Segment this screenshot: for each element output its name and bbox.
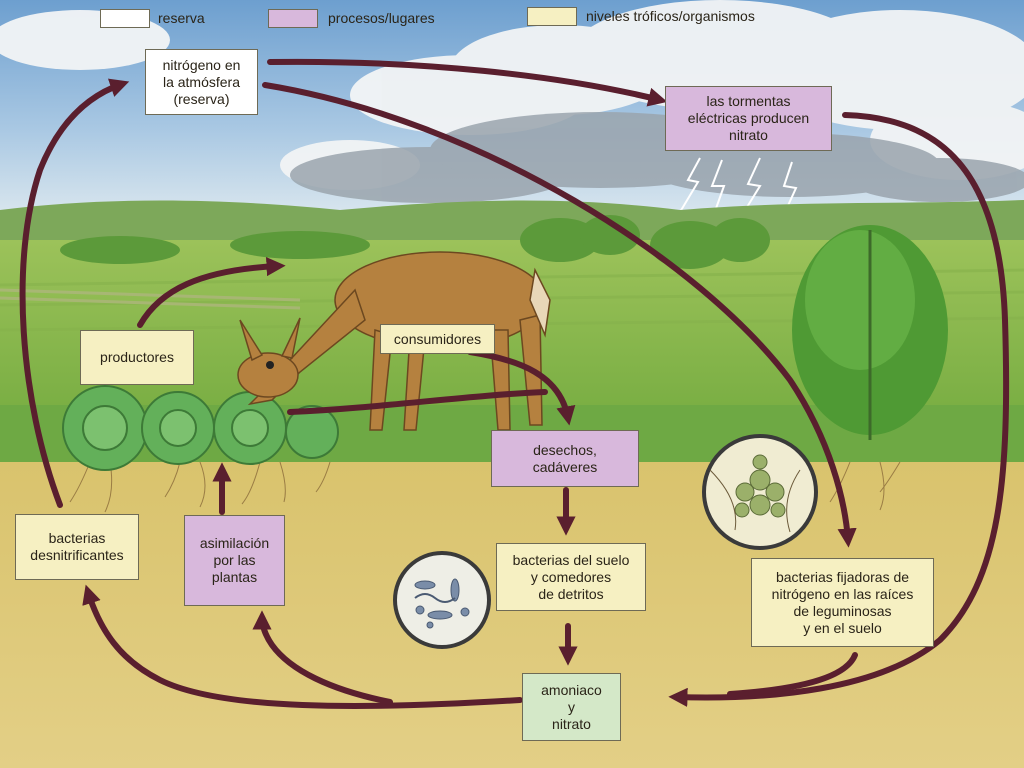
box-denitrifying-bacteria: bacterias desnitrificantes xyxy=(15,514,139,580)
legend-swatch-reserva xyxy=(100,9,150,28)
legend-swatch-procesos xyxy=(268,9,318,28)
arrow-ammonia-to-denitrifiers xyxy=(82,584,523,709)
tree-line xyxy=(60,215,770,269)
cycle-arrows xyxy=(19,58,1010,709)
arrow-atmosphere-to-fixers xyxy=(262,82,857,548)
legend-label-reserva: reserva xyxy=(158,10,205,26)
arrow-ammonia-to-assimilation xyxy=(252,610,393,705)
box-plant-assimilation: asimilación por las plantas xyxy=(184,515,285,606)
arrow-atmosphere-to-storms xyxy=(267,58,668,107)
box-nitrogen-fixing-bacteria: bacterias fijadoras de nitrógeno en las … xyxy=(751,558,934,647)
soil-bacteria-icon xyxy=(393,551,491,649)
arrow-producers-to-consumers xyxy=(137,257,286,328)
arrow-denitrifiers-to-atmosphere xyxy=(19,78,130,508)
lettuce-plants xyxy=(62,385,339,471)
legume-bush xyxy=(792,225,948,440)
box-ammonia-nitrate: amoniaco y nitrato xyxy=(522,673,621,741)
arrow-storms-to-ammonia xyxy=(668,112,1010,707)
deer-eye xyxy=(266,361,274,369)
legume-root-nodules-icon xyxy=(702,434,818,550)
legend-swatch-niveles xyxy=(527,7,577,26)
legend-label-niveles: niveles tróficos/organismos xyxy=(586,8,755,24)
box-electric-storms: las tormentas eléctricas producen nitrat… xyxy=(665,86,832,151)
box-consumers: consumidores xyxy=(380,324,495,354)
arrow-consumers-to-wastes xyxy=(467,349,576,426)
box-soil-bacteria-detritivores: bacterias del suelo y comedores de detri… xyxy=(496,543,646,611)
lightning-icon xyxy=(679,157,798,215)
arrow-fixers-to-ammonia xyxy=(727,652,858,697)
roots xyxy=(69,461,901,513)
arrow-plants-to-wastes xyxy=(287,389,548,415)
box-producers: productores xyxy=(80,330,194,385)
box-nitrogen-atmosphere: nitrógeno en la atmósfera (reserva) xyxy=(145,49,258,115)
legend-label-procesos: procesos/lugares xyxy=(328,10,435,26)
box-wastes-carcasses: desechos, cadáveres xyxy=(491,430,639,487)
